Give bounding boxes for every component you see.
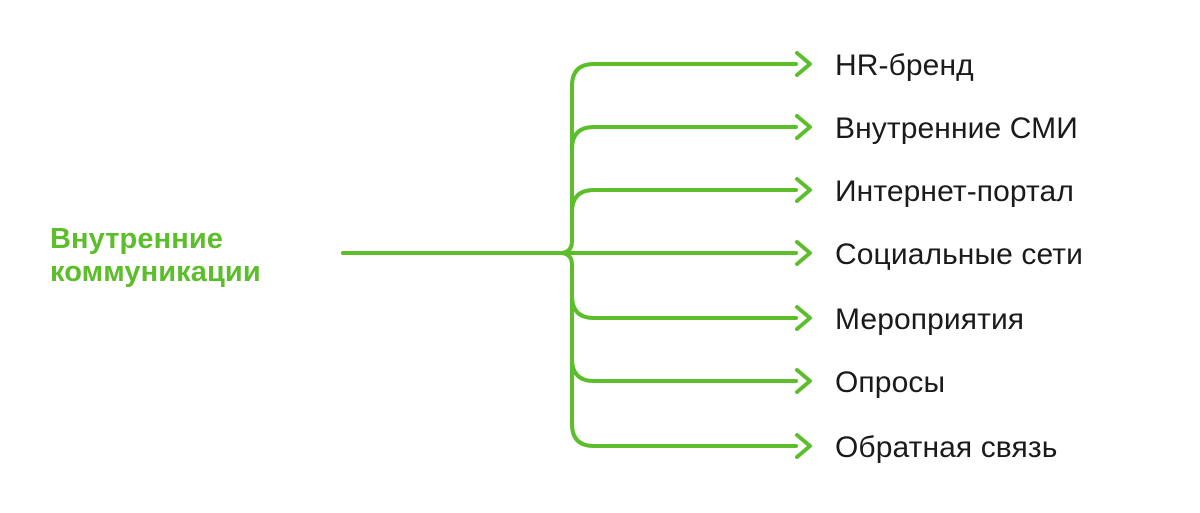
branch-connector-5 (570, 294, 812, 331)
branch-label-4: Социальные сети (835, 238, 1083, 271)
branch-connector-1 (570, 51, 812, 88)
branch-connector-6 (570, 357, 812, 394)
branch-connector-7 (570, 422, 812, 459)
branch-label-5: Мероприятия (835, 303, 1024, 336)
arrow-right-icon (795, 114, 812, 140)
branch-label-6: Опросы (835, 366, 945, 399)
arrow-right-icon (795, 305, 812, 331)
arrow-right-icon (795, 240, 812, 266)
branch-label-3: Интернет-портал (835, 175, 1074, 208)
branch-label-2: Внутренние СМИ (835, 112, 1078, 145)
arrow-right-icon (795, 177, 812, 203)
arrow-right-icon (795, 433, 812, 459)
root-node-label-line1: Внутренние (50, 223, 223, 255)
arrow-right-icon (795, 368, 812, 394)
branch-connector-3 (570, 177, 812, 214)
arrow-right-icon (795, 51, 812, 77)
branch-label-7: Обратная связь (835, 431, 1057, 464)
root-node-label-line2: коммуникации (50, 256, 261, 288)
branch-connector-2 (570, 114, 812, 151)
branch-label-1: HR-бренд (835, 49, 974, 82)
branch-connector-4 (558, 240, 812, 266)
